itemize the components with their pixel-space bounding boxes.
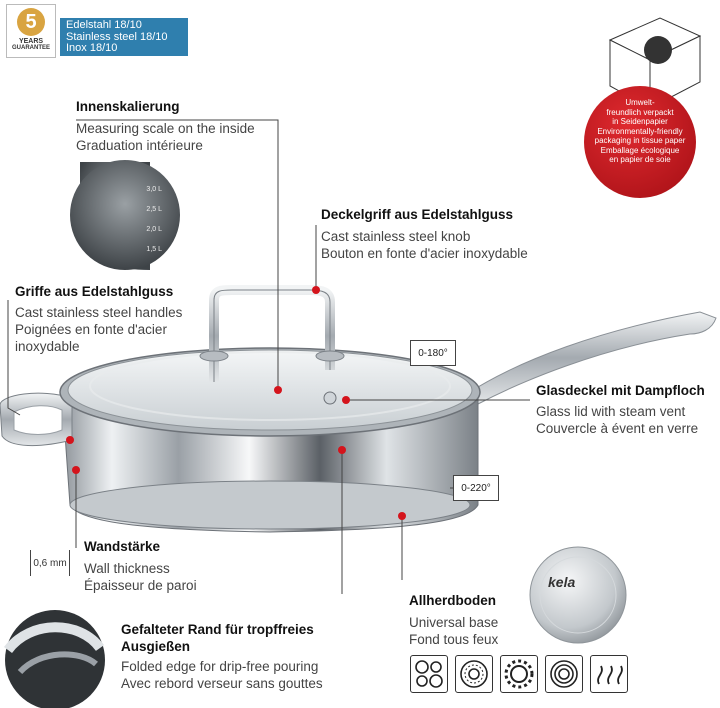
knob-en: Cast stainless steel knob [321, 229, 471, 244]
knob-feature: Deckelgriff aus Edelstahlguss Cast stain… [321, 207, 528, 262]
marker-dot-scale [274, 386, 282, 394]
marker-dot-handle [66, 436, 74, 444]
ceramic-hob-icon [410, 655, 448, 693]
gas-icon [500, 655, 538, 693]
scale-title: Innenskalierung [76, 99, 180, 114]
guarantee-line2: GUARANTEE [11, 45, 50, 51]
marker-dot-rim [338, 446, 346, 454]
base-en: Universal base [409, 615, 499, 630]
rim-title-line1: Gefalteter Rand für tropffreies [121, 622, 314, 637]
eco-line5: packaging in tissue paper [594, 136, 686, 145]
wall-title: Wandstärke [84, 539, 161, 554]
lid-feature: Glasdeckel mit Dampfloch Glass lid with … [536, 383, 705, 437]
handles-fr2: inoxydable [15, 339, 80, 354]
scale-marks: 3,0 L 2,5 L 2,0 L 1,5 L [112, 180, 162, 260]
wall-fr: Épaisseur de paroi [84, 578, 197, 593]
lid-temperature-badge: 0-180° [410, 340, 456, 366]
marker-dot-base [398, 512, 406, 520]
wall-feature: Wandstärke Wall thickness Épaisseur de p… [84, 539, 197, 594]
material-label: Edelstahl 18/10 Stainless steel 18/10 In… [60, 18, 188, 56]
base-feature: Allherdboden Universal base Fond tous fe… [409, 593, 498, 648]
electric-plate-icon [545, 655, 583, 693]
marker-dot-knob [312, 286, 320, 294]
material-de: Edelstahl 18/10 [66, 19, 142, 31]
guarantee-number-circle: 5 [17, 8, 45, 36]
scale-mark: 2,5 L [146, 206, 162, 213]
scale-mark: 2,0 L [146, 226, 162, 233]
rim-en: Folded edge for drip-free pouring [121, 659, 319, 674]
eco-line1: Umwelt- [625, 98, 655, 107]
knob-fr: Bouton en fonte d'acier inoxydable [321, 246, 528, 261]
eco-line6: Emballage écologique [600, 145, 680, 155]
wall-thickness-value: 0,6 mm [33, 557, 67, 569]
guarantee-badge: 5 YEARS GUARANTEE [6, 4, 56, 58]
base-plate-inset [529, 546, 627, 644]
eco-line3: in Seidenpapier [612, 117, 668, 126]
eco-line7: en papier de soie [609, 155, 671, 164]
scale-mark: 1,5 L [146, 246, 162, 253]
wall-en: Wall thickness [84, 561, 170, 576]
handles-fr1: Poignées en fonte d'acier [15, 322, 167, 337]
wall-thickness-badge: 0,6 mm [30, 550, 70, 576]
rim-title-line2: Ausgießen [121, 639, 191, 654]
base-title: Allherdboden [409, 593, 496, 608]
lid-en: Glass lid with steam vent [536, 404, 686, 419]
scale-mark: 3,0 L [146, 186, 162, 193]
handles-feature: Griffe aus Edelstahlguss Cast stainless … [15, 284, 182, 355]
scale-en: Measuring scale on the inside [76, 121, 255, 136]
induction-icon [455, 655, 493, 693]
marker-dot-vent [342, 396, 350, 404]
halogen-icon [590, 655, 628, 693]
eco-badge: Umwelt- freundlich verpackt in Seidenpap… [584, 86, 696, 198]
knob-title: Deckelgriff aus Edelstahlguss [321, 207, 514, 222]
base-fr: Fond tous feux [409, 632, 499, 647]
rim-feature: Gefalteter Rand für tropffreies Ausgieße… [121, 622, 323, 692]
eco-line4: Environmentally-friendly [597, 126, 683, 136]
scale-feature: Innenskalierung Measuring scale on the i… [76, 99, 255, 154]
rim-fr: Avec rebord verseur sans gouttes [121, 676, 323, 691]
lid-fr: Couvercle à évent en verre [536, 421, 699, 436]
eco-line2: freundlich verpackt [606, 107, 674, 117]
material-fr: Inox 18/10 [66, 42, 118, 54]
marker-dot-wall [72, 466, 80, 474]
pan-temperature-badge: 0-220° [453, 475, 499, 501]
material-en: Stainless steel 18/10 [66, 30, 168, 43]
handles-en: Cast stainless steel handles [15, 305, 183, 320]
lid-title: Glasdeckel mit Dampfloch [536, 383, 705, 398]
guarantee-line1: YEARS [18, 38, 44, 45]
folded-rim-inset [3, 610, 105, 708]
brand-logo: kela [548, 574, 576, 590]
handles-title: Griffe aus Edelstahlguss [15, 284, 174, 299]
scale-fr: Graduation intérieure [76, 138, 203, 153]
